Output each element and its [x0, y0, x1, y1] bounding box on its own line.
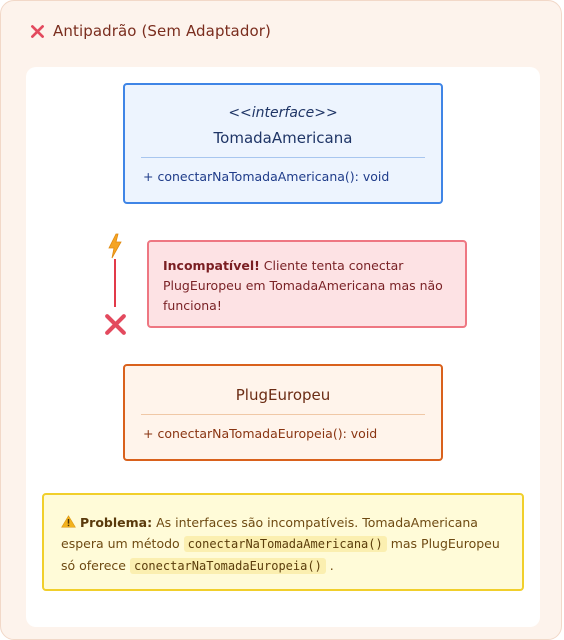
panel-header: Antipadrão (Sem Adaptador): [29, 20, 271, 42]
interface-method: + conectarNaTomadaAmericana(): void: [143, 169, 390, 184]
plug-divider: [141, 414, 425, 415]
plug-class-box: PlugEuropeu + conectarNaTomadaEuropeia()…: [123, 364, 443, 461]
panel-title: Antipadrão (Sem Adaptador): [53, 22, 271, 40]
problem-text-3: .: [325, 558, 334, 573]
incompatible-text: Cliente tenta conectar PlugEuropeu em To…: [163, 258, 443, 313]
problem-code-1: conectarNaTomadaAmericana(): [183, 536, 387, 552]
problem-callout: Problema: As interfaces são incompatívei…: [42, 493, 524, 591]
problem-text-1: As interfaces são incompatíveis. TomadaA…: [61, 515, 478, 551]
interface-stereotype: <<interface>>: [228, 105, 338, 121]
interface-divider: [141, 157, 425, 158]
plug-class-name: PlugEuropeu: [235, 386, 331, 404]
problem-label: Problema:: [80, 515, 153, 530]
incompatible-note: Incompatível! Cliente tenta conectar Plu…: [147, 240, 467, 328]
problem-text-2: mas PlugEuropeu só oferece: [61, 536, 500, 573]
cross-mark-icon: [31, 24, 44, 38]
cross-mark-icon: [105, 314, 126, 335]
plug-method: + conectarNaTomadaEuropeia(): void: [143, 426, 378, 441]
incompatible-label: Incompatível!: [163, 258, 260, 273]
incompatible-connector-line: [114, 259, 116, 307]
problem-code-2: conectarNaTomadaEuropeia(): [129, 558, 326, 574]
warning-icon: [61, 515, 76, 528]
interface-class-name: TomadaAmericana: [213, 129, 353, 147]
interface-class-box: <<interface>> TomadaAmericana + conectar…: [123, 83, 443, 204]
lightning-icon: [108, 233, 122, 259]
